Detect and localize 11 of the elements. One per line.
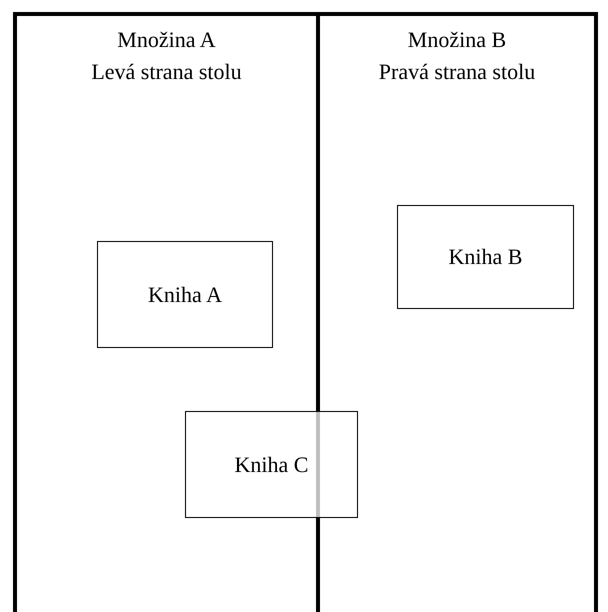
column-heading: Množina B [406, 26, 508, 54]
column-heading: Levá strana stolu [90, 58, 243, 86]
book-box [185, 411, 358, 518]
book-box [97, 241, 273, 348]
column-heading: Množina A [116, 26, 217, 54]
book-label: Kniha B [448, 243, 524, 271]
book-box [397, 205, 574, 309]
book-label: Kniha C [234, 450, 310, 478]
column-heading: Pravá strana stolu [378, 58, 536, 86]
book-label: Kniha A [147, 280, 223, 308]
column-panel [13, 12, 320, 612]
